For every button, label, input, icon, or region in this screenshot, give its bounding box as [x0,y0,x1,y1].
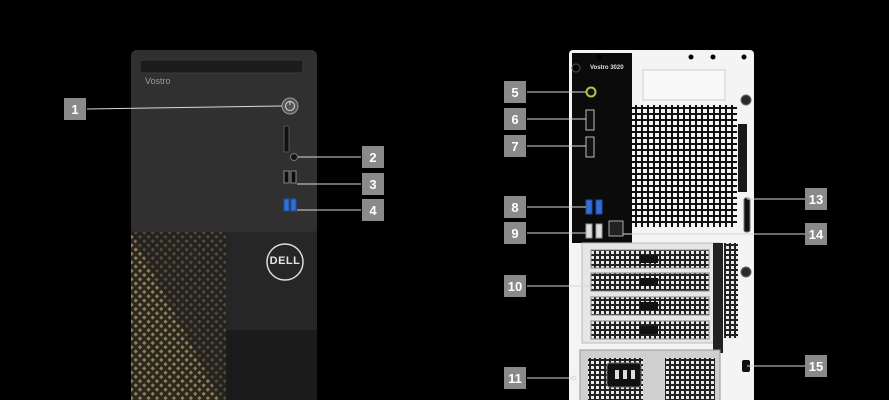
rear-model-label: Vostro 3020 [590,65,624,71]
displayport-1[interactable] [585,109,595,131]
ethernet-port[interactable] [608,220,624,237]
line-out-jack[interactable] [585,86,597,98]
usb3-port-rear[interactable] [585,199,593,215]
headset-jack[interactable] [290,153,298,161]
fan-vent [632,105,737,227]
callout-13: 13 [805,188,827,210]
front-callout-lines [86,105,361,211]
rear-callout-lines [527,91,805,379]
callout-14: 14 [805,223,827,245]
callout-3: 3 [362,173,384,195]
front-view [131,50,317,400]
callout-2: 2 [362,146,384,168]
front-model-label: Vostro [145,76,171,86]
callout-11: 11 [504,367,526,389]
rear-view [569,50,754,400]
sd-card-slot[interactable] [283,125,290,153]
screw-right [740,94,752,106]
callout-10: 10 [504,275,526,297]
callout-8: 8 [504,196,526,218]
displayport-2[interactable] [585,136,595,158]
callout-5: 5 [504,81,526,103]
usb2-port-rear[interactable] [585,223,593,239]
dell-logo-text: DELL [269,255,301,267]
callout-6: 6 [504,108,526,130]
callout-4: 4 [362,199,384,221]
callout-15: 15 [805,355,827,377]
callout-1: 1 [64,98,86,120]
optical-drive-bay [139,59,304,74]
callout-9: 9 [504,222,526,244]
security-cable-slot[interactable] [742,360,750,372]
dell-logo [266,243,304,281]
usb3-port-front[interactable] [283,198,290,212]
usb2-port-front[interactable] [283,170,290,184]
power-button[interactable] [281,97,299,115]
callout-7: 7 [504,135,526,157]
padlock-ring[interactable] [743,197,751,233]
